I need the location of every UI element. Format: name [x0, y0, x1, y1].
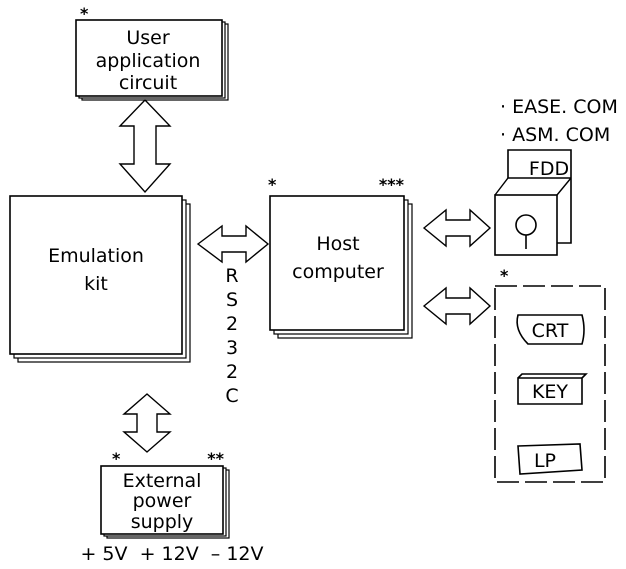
key-label: KEY: [532, 381, 568, 403]
printer-icon: [517, 443, 583, 475]
file-asm-com: · ASM. COM: [500, 124, 610, 146]
svg-text:C: C: [225, 385, 238, 407]
power-mark-right: **: [207, 449, 224, 468]
kit-power-double-arrow: [122, 393, 172, 453]
host-line-2: computer: [292, 261, 384, 283]
host-peripherals-double-arrow: [422, 286, 492, 326]
emulation-kit-block: Emulation kit: [9, 195, 191, 363]
svg-text:2: 2: [226, 361, 238, 383]
svg-text:3: 3: [226, 337, 238, 359]
svg-text:R: R: [225, 265, 238, 287]
user-app-line-1: User: [126, 27, 169, 49]
emulation-kit-line-1: Emulation: [48, 245, 144, 267]
peripherals-mark: *: [500, 266, 509, 285]
disk-icon: [515, 214, 537, 236]
user-app-line-2: application: [96, 50, 201, 72]
keyboard-icon: [517, 373, 588, 405]
host-fdd-double-arrow: [422, 208, 492, 248]
power-line-3: supply: [131, 511, 194, 533]
user-app-line-3: circuit: [119, 72, 177, 94]
host-mark-right: ***: [379, 175, 405, 194]
host-line-1: Host: [316, 233, 359, 255]
crt-icon: [516, 314, 585, 345]
kit-host-double-arrow: [196, 224, 270, 264]
crt-label: CRT: [532, 320, 569, 342]
svg-text:S: S: [226, 289, 238, 311]
host-mark-left: *: [268, 175, 277, 194]
svg-text:2: 2: [226, 313, 238, 335]
power-line-1: External: [123, 470, 202, 492]
user-kit-double-arrow: [118, 98, 172, 194]
rs232c-label: R S 2 3 2 C: [225, 265, 238, 407]
power-voltages: + 5V + 12V – 12V: [80, 543, 263, 565]
power-line-2: power: [133, 490, 192, 512]
fdd-block: FDD: [494, 149, 572, 256]
lp-label: LP: [534, 450, 556, 472]
emulation-kit-line-2: kit: [84, 273, 108, 295]
external-power-block: * ** External power supply + 5V + 12V – …: [80, 449, 263, 565]
peripherals-block: * CRT KEY LP: [494, 266, 606, 483]
power-mark-left: *: [112, 449, 121, 468]
file-ease-com: · EASE. COM: [500, 96, 618, 118]
host-computer-block: * *** Host computer: [268, 175, 413, 339]
user-application-block: * User application circuit: [75, 4, 229, 101]
fdd-label: FDD: [529, 158, 569, 180]
user-app-mark: *: [80, 4, 89, 23]
